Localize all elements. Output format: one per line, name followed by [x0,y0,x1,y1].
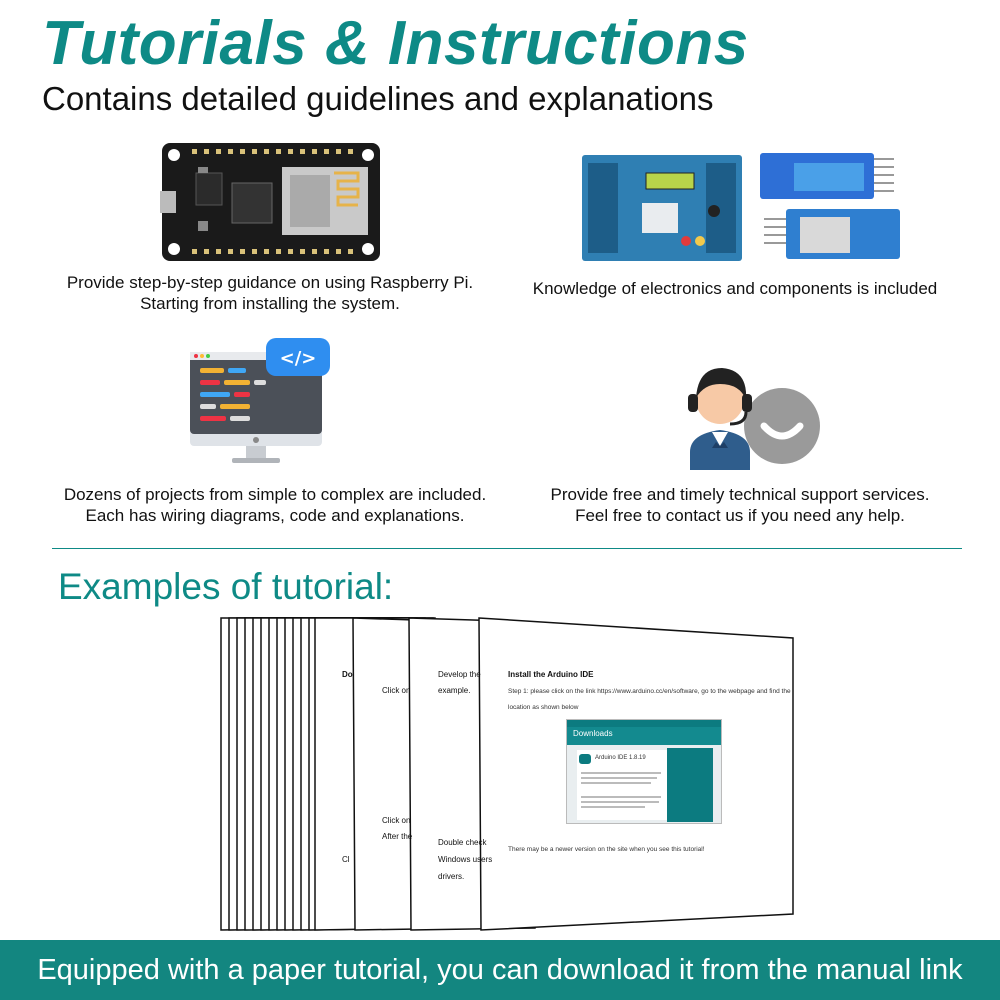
support-agent-icon [682,358,822,475]
page1-text: Cl [342,855,350,864]
page3-text: Develop the [438,670,481,679]
feature-support: Provide free and timely technical suppor… [505,484,975,526]
feature-line: Knowledge of electronics and components … [532,279,938,298]
front-page-line: location as shown below [508,704,579,711]
downloads-side-panel [667,748,713,822]
text-placeholder [581,772,661,774]
section-divider [52,548,962,549]
downloads-screenshot: Downloads Arduino IDE 1.8.19 [566,719,722,824]
text-placeholder [581,782,651,784]
page3-text: drivers. [438,872,465,881]
downloads-nav-bar [567,720,721,727]
feature-projects: Dozens of projects from simple to comple… [40,484,510,526]
svg-text:</>: </> [280,348,317,369]
tutorial-pages-stack [215,612,800,942]
front-page-heading: Install the Arduino IDE [508,670,594,679]
feature-raspberry-pi: Provide step-by-step guidance on using R… [40,272,500,314]
page-subtitle: Contains detailed guidelines and explana… [42,80,714,117]
feature-electronics: Knowledge of electronics and components … [505,278,965,299]
examples-heading: Examples of tutorial: [58,566,394,607]
page1-text: Do [342,670,353,679]
page2-text: Click on [382,816,411,825]
page2-text: Click on [382,686,411,695]
downloads-title: Downloads [567,727,721,745]
dev-board-image [160,143,380,266]
code-monitor-icon: </> [188,338,333,473]
text-placeholder [581,801,659,803]
feature-line: Each has wiring diagrams, code and expla… [85,506,465,525]
text-placeholder [581,806,645,808]
feature-line: Starting from installing the system. [140,294,400,313]
bluetooth-module-image [760,153,900,268]
feature-line: Dozens of projects from simple to comple… [63,485,487,504]
arduino-logo-icon [579,754,591,764]
page3-text: Windows users [438,855,493,864]
front-page-footer-line: There may be a newer version on the site… [508,846,705,853]
page3-text: example. [438,686,471,695]
downloads-body: Arduino IDE 1.8.19 [577,750,667,820]
footer-text: Equipped with a paper tutorial, you can … [37,953,963,986]
feature-line: Provide step-by-step guidance on using R… [66,273,474,292]
page-title: Tutorials & Instructions [42,9,749,78]
page3-text: Double check [438,838,487,847]
text-placeholder [581,777,657,779]
electronics-kit-image [582,155,742,266]
footer-banner: Equipped with a paper tutorial, you can … [0,940,1000,1000]
page2-text: After the [382,832,413,841]
feature-line: Feel free to contact us if you need any … [575,506,905,525]
feature-line: Provide free and timely technical suppor… [550,485,930,504]
downloads-product: Arduino IDE 1.8.19 [595,755,646,761]
front-page-line: Step 1: please click on the link https:/… [508,688,791,695]
text-placeholder [581,796,661,798]
